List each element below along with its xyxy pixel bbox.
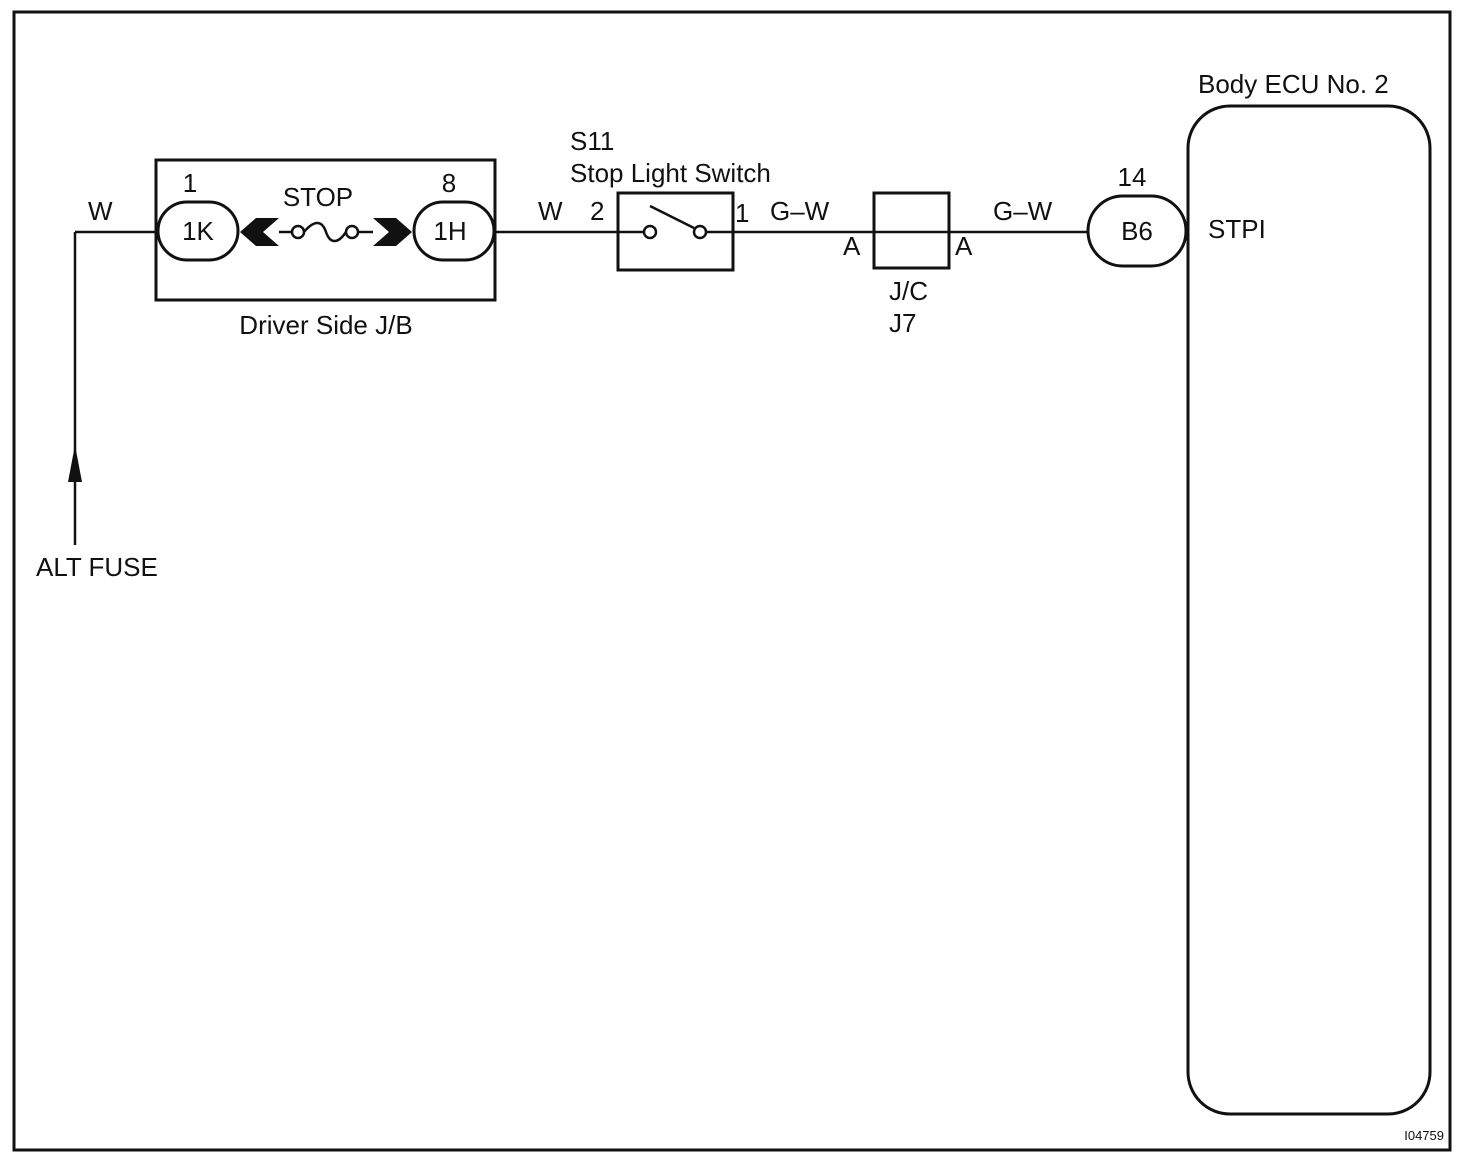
arrow-up-icon	[68, 445, 82, 482]
fuse-label: STOP	[283, 182, 353, 212]
jc-name: J/C	[889, 276, 928, 306]
junction-block-label: Driver Side J/B	[239, 310, 412, 340]
jc-pin-right: A	[955, 231, 973, 261]
wire-color-jb-switch: W	[538, 196, 563, 226]
switch-icon	[618, 204, 733, 240]
connector-b6	[1086, 194, 1188, 268]
connector-1h-code: 1H	[433, 216, 466, 246]
connector-1k	[156, 200, 240, 262]
connector-1k-code: 1K	[182, 216, 214, 246]
connector-b6-pin: 14	[1118, 162, 1147, 192]
wire-color-switch-jc: G–W	[770, 196, 830, 226]
switch-pin-in: 2	[590, 196, 604, 226]
switch-name: Stop Light Switch	[570, 158, 771, 188]
ecu-box	[1186, 104, 1432, 1116]
connector-b6-code: B6	[1121, 216, 1153, 246]
connector-1k-pin: 1	[183, 168, 197, 198]
figure-code: I04759	[1404, 1128, 1444, 1143]
diagram-frame	[12, 10, 1452, 1152]
source-label: ALT FUSE	[36, 552, 158, 582]
wire-color-jc-ecu: G–W	[993, 196, 1053, 226]
switch-id: S11	[570, 126, 614, 156]
switch-pin-out: 1	[735, 198, 749, 228]
fuse-icon	[240, 218, 412, 246]
connector-1h-pin: 8	[442, 168, 456, 198]
ecu-name: Body ECU No. 2	[1198, 69, 1389, 99]
jc-pin-left: A	[843, 231, 861, 261]
wire-color-source: W	[88, 196, 113, 226]
junction-connector-box	[872, 191, 951, 270]
ecu-terminal: STPI	[1208, 214, 1266, 244]
jc-id: J7	[889, 308, 916, 338]
